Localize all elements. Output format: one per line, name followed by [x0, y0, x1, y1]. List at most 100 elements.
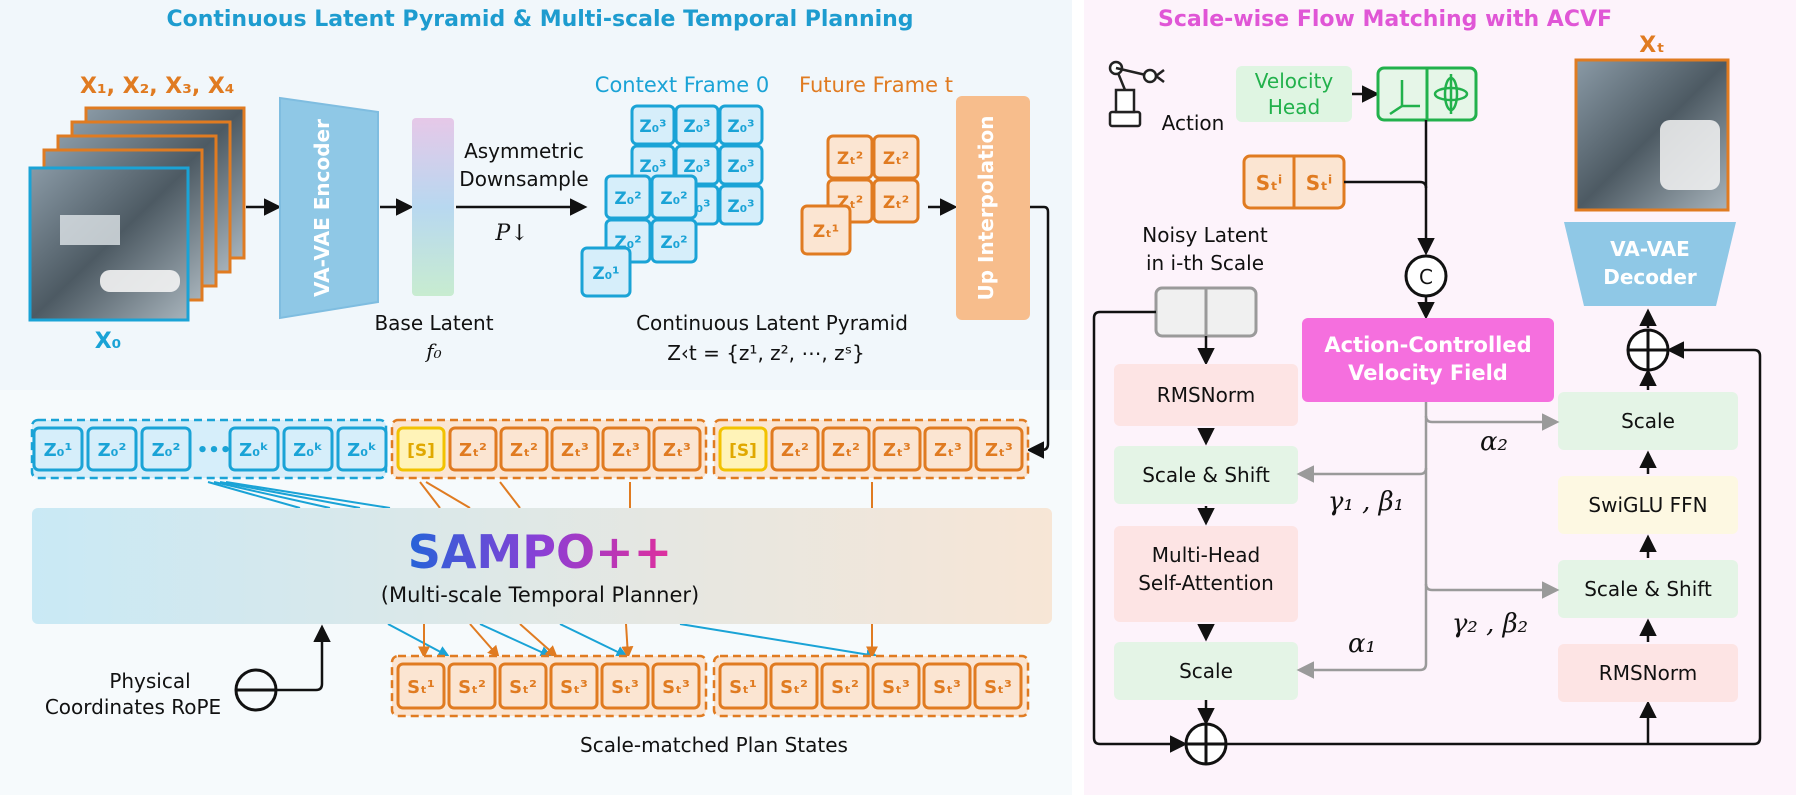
future-token — [872, 426, 922, 472]
rmsnorm-1-block — [1114, 364, 1298, 426]
modulation-arrows — [1296, 402, 1560, 679]
future-token-text: Zₜ³ — [663, 440, 691, 461]
pyramid-context-mid-cell-text: Z₀² — [614, 189, 641, 209]
future-token-text: Zₜ³ — [561, 440, 589, 461]
future-token — [821, 426, 871, 472]
pyramid-context-mid-cell — [650, 218, 698, 264]
pyramid-context-small-cell — [580, 246, 632, 298]
plan-state-token — [769, 662, 819, 710]
scale-2-block — [1558, 392, 1738, 450]
downsample-label-1: Asymmetric — [464, 139, 584, 163]
pyramid-context-large-cell-text: Z₀³ — [727, 117, 754, 137]
input-frame-stack — [28, 106, 246, 322]
state-token-1: Sₜⁱ — [1256, 171, 1283, 195]
plus-circle-icon — [1626, 328, 1670, 372]
future-token — [550, 426, 600, 472]
context-token-text: Z₀² — [98, 440, 127, 461]
velocity-head-block — [1236, 66, 1352, 122]
right-panel-title: Scale-wise Flow Matching with ACVF — [1158, 7, 1612, 32]
future-frame-title: Future Frame t — [799, 73, 953, 97]
plan-state-token-text: Sₜ³ — [882, 677, 910, 698]
pyramid-context-large-cell-text: Z₀³ — [727, 197, 754, 217]
future-token — [448, 426, 498, 472]
plan-state-token-text: Sₜ² — [831, 677, 859, 698]
context-token-text: Z₀ᵏ — [239, 440, 269, 461]
plan-state-token — [718, 662, 768, 710]
noisy-latent-label-2: in i-th Scale — [1146, 251, 1264, 275]
planner-block — [32, 508, 1052, 624]
self-attention-block — [1114, 526, 1298, 622]
context-token — [140, 426, 192, 472]
velocity-head-label-2: Head — [1268, 95, 1320, 119]
concat-symbol: C — [1419, 265, 1433, 289]
rope-label-2: Coordinates RoPE — [45, 695, 221, 719]
arrow-rope-to-planner — [276, 624, 331, 692]
future-token-text: Zₜ² — [459, 440, 487, 461]
plan-state-token-text: Sₜ³ — [984, 677, 1012, 698]
acvf-block — [1302, 318, 1554, 402]
pyramid-future-mid-cell — [872, 134, 920, 180]
context-token-text: Z₀¹ — [44, 440, 73, 461]
future-token — [652, 426, 702, 472]
rmsnorm-2-block — [1558, 644, 1738, 702]
plan-state-token-text: Sₜ³ — [933, 677, 961, 698]
alpha2-label: α₂ — [1480, 427, 1508, 457]
encoder-label: VA-VAE Encoder — [310, 119, 334, 297]
decoder-label-1: VA-VAE — [1610, 237, 1690, 261]
base-latent-title: Base Latent — [374, 311, 493, 335]
arrow-state-to-concat — [1344, 180, 1428, 189]
plan-state-token — [820, 662, 870, 710]
future-token — [499, 426, 549, 472]
decoder-block — [1564, 222, 1736, 306]
future-attention-lines — [418, 481, 878, 659]
plan-state-token-text: Sₜ³ — [662, 677, 690, 698]
scale-shift-2-block-label: Scale & Shift — [1584, 577, 1712, 601]
special-token-text: [S] — [407, 441, 435, 461]
residual-line-2 — [1226, 348, 1762, 746]
gamma2-beta2-label: γ₂ , β₂ — [1452, 609, 1528, 639]
plan-state-token-text: Sₜ¹ — [407, 677, 435, 698]
base-latent-bar — [412, 118, 454, 296]
special-token — [718, 426, 768, 472]
self-attention-block-label: Self-Attention — [1138, 571, 1274, 595]
plan-state-token-text: Sₜ² — [458, 677, 486, 698]
arrow-interp-to-tokens — [1026, 205, 1050, 459]
state-token-2: Sₜⁱ — [1306, 171, 1333, 195]
acvf-label-1: Action-Controlled — [1324, 333, 1531, 357]
future-token — [923, 426, 973, 472]
plan-state-token-text: Sₜ¹ — [729, 677, 757, 698]
swiglu-ffn-block — [1558, 476, 1738, 534]
scale-2-block-label: Scale — [1621, 409, 1675, 433]
pyramid-context-large-cell-text: Z₀³ — [683, 157, 710, 177]
context-token-text: Z₀ᵏ — [293, 440, 323, 461]
rotation-icon — [1433, 74, 1469, 114]
pyramid-context-mid-cell — [650, 174, 698, 220]
pyramid-context-large-cell — [718, 184, 764, 226]
plan-states-title: Scale-matched Plan States — [580, 733, 848, 757]
output-label: Xₜ — [1639, 33, 1665, 58]
plan-state-token — [922, 662, 972, 710]
plan-state-token — [549, 662, 599, 710]
residual-line-1 — [1092, 310, 1188, 753]
future-token — [974, 426, 1024, 472]
encoder-block — [279, 96, 379, 320]
context-token — [282, 426, 334, 472]
context-token — [336, 426, 388, 472]
plan-state-token — [871, 662, 921, 710]
scale-shift-1-block-label: Scale & Shift — [1142, 463, 1270, 487]
downsample-label-2: Downsample — [459, 167, 588, 191]
future-token — [770, 426, 820, 472]
context-frame-title: Context Frame 0 — [595, 73, 769, 97]
rmsnorm-2-block-label: RMSNorm — [1599, 661, 1697, 685]
future-token-text: Zₜ³ — [612, 440, 640, 461]
self-attention-block-label: Multi-Head — [1152, 543, 1260, 567]
decoder-label-2: Decoder — [1603, 265, 1697, 289]
scale-shift-1-block — [1114, 446, 1298, 504]
context-token — [86, 426, 138, 472]
scale-1-block — [1114, 642, 1298, 700]
noisy-latent-block — [1154, 286, 1258, 338]
